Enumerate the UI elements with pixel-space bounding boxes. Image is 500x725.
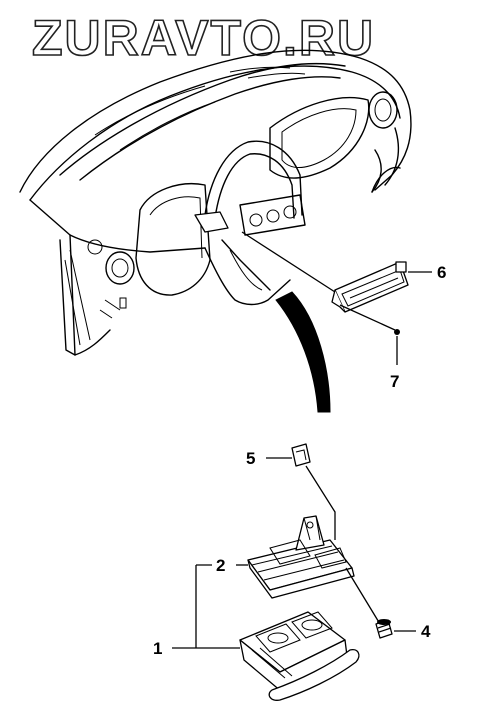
leader-dash-to-6 [241, 231, 336, 293]
part-6-panel [331, 261, 409, 313]
part-7-screw [394, 329, 400, 335]
part-5-clip [291, 443, 311, 467]
leader-housing-to-4 [345, 567, 381, 625]
pointer-arrow [275, 291, 331, 413]
callout-5: 5 [246, 449, 255, 468]
callout-7: 7 [390, 372, 399, 391]
part-4-screw [375, 619, 393, 639]
leader-5-to-housing [305, 465, 336, 540]
dashboard-assembly [19, 49, 412, 356]
part-2-housing [247, 515, 355, 599]
part-1-ashtray [239, 611, 360, 701]
callout-2: 2 [216, 556, 225, 575]
callout-4: 4 [421, 622, 431, 641]
watermark-text: ZURAVTO.RU [32, 10, 375, 66]
callout-1: 1 [153, 639, 162, 658]
leader-panel-to-7 [339, 304, 396, 331]
bracket-1-2 [195, 564, 240, 649]
callout-6: 6 [437, 263, 446, 282]
